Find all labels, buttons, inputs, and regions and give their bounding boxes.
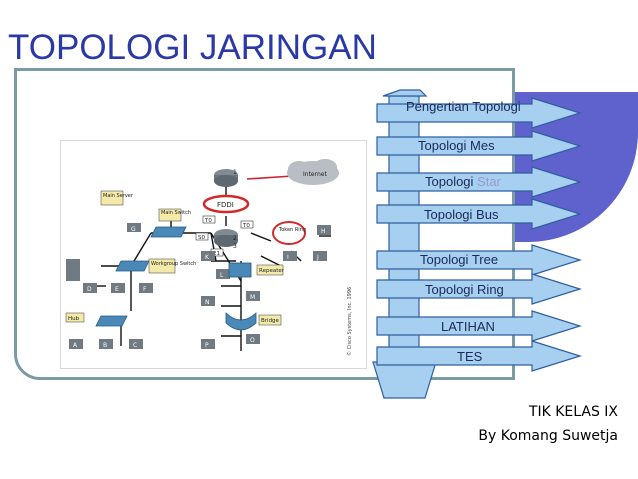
menu-item-topologi-tree[interactable]: Topologi Tree: [420, 252, 498, 267]
menu-base: [372, 361, 437, 399]
menu-item-label: Tree: [471, 252, 499, 267]
node-letter: E: [115, 286, 119, 293]
menu-item-topologi-star[interactable]: Topologi Star: [425, 174, 501, 189]
menu-item-label: Star: [477, 174, 501, 189]
menu-item-label: Mes: [470, 138, 495, 153]
token-ring-label: Token Ring: [278, 227, 306, 233]
menu-item-pengertian-topologi[interactable]: Pengertian Topologi: [406, 99, 521, 114]
node-letter: C: [133, 342, 137, 349]
menu-item-topologi-bus[interactable]: Topologi Bus: [424, 207, 498, 222]
main-switch-label: Main Switch: [161, 210, 191, 216]
repeater-icon: Repeater: [228, 262, 285, 278]
fddi-label: FDDI: [217, 201, 234, 209]
menu-arrow-shape: [376, 198, 583, 230]
workstation-icons: D E F: [83, 283, 153, 293]
token-ring-icon: Token Ring H I J: [272, 221, 331, 261]
node-letter: N: [205, 299, 210, 306]
author-label: By Komang Suwetja: [478, 428, 618, 444]
port-tag: S0: [198, 235, 205, 241]
bridge-label: Bridge: [261, 318, 280, 324]
class-label: TIK KELAS IX: [528, 404, 618, 420]
copyright-text: © Cisco Systems, Inc. 1996: [346, 287, 353, 356]
node-letter: M: [250, 294, 255, 301]
internet-label: Internet: [303, 171, 327, 178]
port-tags: T0 T0 S0 E1: [195, 215, 254, 257]
port-tag: T0: [242, 223, 250, 229]
menu-item-prefix: Topologi: [424, 207, 477, 222]
node-number: 1: [233, 169, 237, 176]
menu-item-label: Ring: [477, 282, 504, 297]
menu-item-tes[interactable]: TES: [457, 349, 483, 364]
router-icon: [214, 169, 238, 187]
node-letter: G: [131, 226, 136, 233]
repeater-label: Repeater: [259, 268, 285, 274]
internet-cloud-icon: Internet: [287, 159, 339, 185]
main-server-label: Main Server: [103, 193, 134, 199]
node-number: 3: [233, 243, 237, 250]
node-letter: O: [250, 337, 255, 344]
router-icon: [214, 229, 238, 247]
menu-item-prefix: Topologi: [425, 174, 478, 189]
node-numbers: 1 2 3: [233, 169, 237, 250]
node-number: 2: [233, 235, 237, 242]
node-letter: A: [73, 342, 78, 349]
network-diagram: Internet FDDI T0 T0 S0 E1: [60, 140, 367, 369]
workgroup-switch-label: Workgroup Switch: [151, 261, 196, 267]
port-tag: E1: [213, 251, 220, 257]
menu-item-label: Bus: [476, 207, 499, 222]
main-server-icon: Main Server G: [100, 190, 141, 233]
bridge-icon: Bridge: [225, 312, 282, 331]
menu-item-topologi-mes[interactable]: Topologi Mes: [418, 138, 495, 153]
menu-item-prefix: Topologi: [418, 138, 471, 153]
menu-arrow-shape: [376, 130, 583, 162]
menu-arrow-shape: [376, 310, 583, 342]
node-letter: I: [287, 254, 289, 261]
node-letter: D: [87, 286, 92, 293]
hub-label: Hub: [68, 316, 80, 322]
menu-arrow-shape: [376, 166, 583, 198]
wan-link: [246, 175, 294, 180]
node-letter: J: [316, 254, 319, 261]
network-diagram-graphic: Internet FDDI T0 T0 S0 E1: [65, 159, 353, 356]
port-tag: T0: [204, 218, 212, 224]
node-letter: H: [321, 228, 326, 235]
workstation-icons: K L M N O P: [201, 251, 260, 349]
slide-title: TOPOLOGI JARINGAN: [8, 28, 377, 67]
menu-item-topologi-ring[interactable]: Topologi Ring: [425, 282, 504, 297]
workgroup-switch-icon: Workgroup Switch: [115, 258, 196, 274]
node-letter: K: [205, 254, 210, 261]
node-letter: B: [103, 342, 107, 349]
node-letter: P: [205, 342, 209, 349]
menu-arrow-shape: [376, 244, 583, 276]
node-letter: F: [143, 286, 147, 293]
workstation-icons: A B C: [69, 339, 143, 349]
menu-item-prefix: Topologi: [420, 252, 472, 267]
menu-item-latihan[interactable]: LATIHAN: [441, 319, 495, 334]
menu-item-prefix: Topologi: [425, 282, 478, 297]
menu-arrow-shape: [376, 97, 583, 129]
menu-arrow-shape: [376, 340, 583, 372]
server-tower-icon: [66, 259, 80, 281]
menu-arrow-shape: [376, 273, 583, 305]
main-switch-icon: Main Switch: [150, 208, 191, 238]
hub-icon: Hub: [65, 312, 128, 327]
fddi-ring-icon: FDDI: [202, 194, 250, 214]
menu-top: [382, 89, 428, 97]
node-letter: L: [220, 272, 224, 279]
